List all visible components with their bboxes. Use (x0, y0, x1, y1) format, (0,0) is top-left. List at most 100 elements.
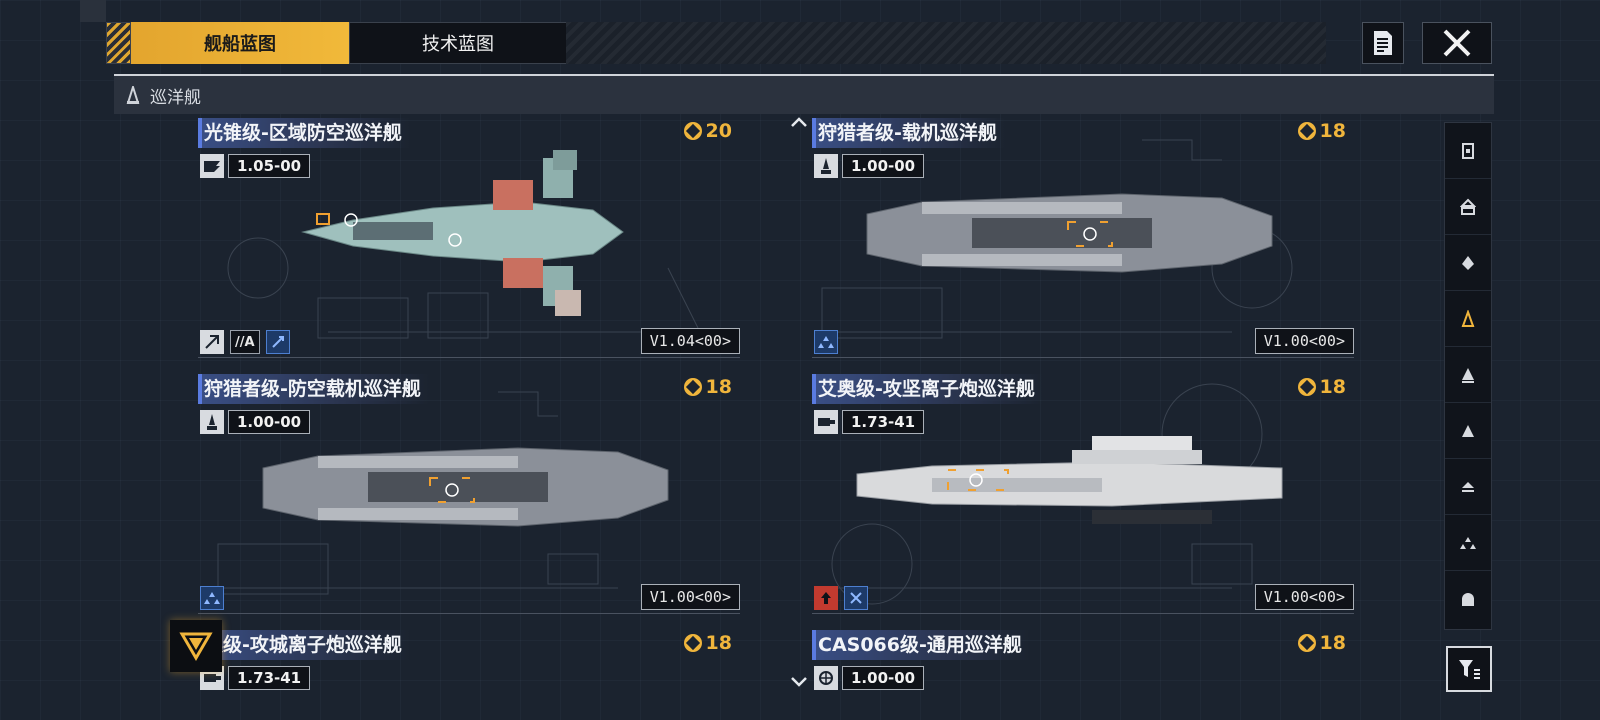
stat-row: 1.73-41 (814, 410, 925, 434)
rail-item-battleship[interactable] (1445, 123, 1491, 179)
stat-row: 1.00-00 (200, 410, 311, 434)
station-class-icon (1462, 593, 1474, 606)
cost-value: 20 (705, 120, 732, 142)
trait-badges (200, 586, 224, 610)
cruiser-icon (124, 86, 142, 104)
ship-class-filter-rail (1444, 122, 1492, 630)
rail-item-carrier-class[interactable] (1445, 179, 1491, 235)
warning-triangle-icon (179, 632, 213, 661)
trait-badges: //A (200, 330, 290, 354)
cost-icon (1297, 634, 1316, 652)
notes-icon (1374, 31, 1392, 55)
stat-row: 1.73-41 (200, 666, 311, 690)
fighter-class-icon (1460, 536, 1476, 549)
version-label: V1.00<00> (1254, 584, 1354, 610)
cost-icon (1297, 122, 1316, 140)
stat-value: 1.00-00 (228, 410, 311, 434)
cost-value: 18 (1319, 632, 1346, 654)
stat-row: 1.05-00 (200, 154, 311, 178)
cost-display: 20 (683, 120, 732, 142)
ship-title: 狩猎者级-防空载机巡洋舰 (198, 374, 429, 404)
ship-title: 奥级-攻城离子炮巡洋舰 (198, 630, 410, 660)
upgrade-icon (814, 586, 838, 610)
ship-image (856, 436, 1283, 524)
ship-card-hunter-carrier[interactable]: 狩猎者级-载机巡洋舰 18 1.00-00 V1.00<00> (812, 118, 1354, 358)
ship-title: CAS066级-通用巡洋舰 (812, 630, 1030, 660)
missile-icon (200, 330, 224, 354)
rail-item-support-class[interactable] (1445, 459, 1491, 515)
version-label: V1.00<00> (640, 584, 740, 610)
battleship-icon (1462, 142, 1474, 159)
rail-item-fighter-class[interactable] (1445, 515, 1491, 571)
ship-card-hunter-aa-carrier[interactable]: 狩猎者级-防空载机巡洋舰 18 1.00-00 V1.00<00> (198, 374, 740, 614)
card-divider (812, 357, 1354, 358)
scroll-up-icon[interactable] (790, 116, 808, 128)
rail-item-cruiser-class[interactable] (1445, 291, 1491, 347)
cost-display: 18 (1297, 120, 1346, 142)
target-icon (844, 586, 868, 610)
hint-button[interactable] (170, 620, 222, 672)
support-class-icon (1462, 481, 1474, 492)
anti-air-badge: //A (230, 330, 260, 354)
ship-title: 艾奥级-攻坚离子炮巡洋舰 (812, 374, 1043, 404)
rail-item-corvette-class[interactable] (1445, 403, 1491, 459)
cost-value: 18 (705, 632, 732, 654)
cost-display: 18 (683, 632, 732, 654)
corvette-class-icon (1462, 424, 1474, 437)
cost-display: 18 (683, 376, 732, 398)
close-icon (1443, 29, 1471, 57)
close-button[interactable] (1422, 22, 1492, 64)
trait-badges (814, 330, 838, 354)
cost-icon (1297, 378, 1316, 396)
corner-notch (80, 0, 106, 22)
stat-row: 1.00-00 (814, 666, 925, 690)
cost-display: 18 (1297, 632, 1346, 654)
section-header: 巡洋舰 (114, 74, 1494, 114)
anti-air-icon (200, 154, 224, 178)
stat-value: 1.73-41 (228, 666, 311, 690)
frigate-class-icon (1462, 367, 1474, 383)
ship-card-light-cone[interactable]: 光锥级-区域防空巡洋舰 20 1.05-00 //A V1.04<00> (198, 118, 740, 358)
filter-button[interactable] (1446, 646, 1492, 692)
rail-item-station-class[interactable] (1445, 571, 1491, 627)
carrier-icon (200, 410, 224, 434)
cruiser-class-icon (1461, 309, 1475, 327)
cost-icon (683, 378, 702, 396)
stat-value: 1.00-00 (842, 666, 925, 690)
fleet-icon (814, 330, 838, 354)
cost-value: 18 (1319, 120, 1346, 142)
blueprint-lines (217, 391, 618, 595)
tab-tech-blueprint[interactable]: 技术蓝图 (349, 22, 567, 64)
ship-card-io-ion-cannon[interactable]: 艾奥级-攻坚离子炮巡洋舰 18 1.73-41 V1.00<00> (812, 374, 1354, 614)
filter-icon (1459, 660, 1480, 679)
ship-title: 光锥级-区域防空巡洋舰 (198, 118, 410, 148)
repair-icon (265, 330, 290, 354)
stat-value: 1.00-00 (842, 154, 925, 178)
tab-stripe (106, 22, 131, 64)
stat-row: 1.00-00 (814, 154, 925, 178)
carrier-icon (814, 154, 838, 178)
rail-item-destroyer-class[interactable] (1445, 235, 1491, 291)
fleet-icon (200, 586, 224, 610)
carrier-class-icon (1460, 198, 1476, 215)
cannon-icon (814, 410, 838, 434)
card-divider (198, 613, 740, 614)
cost-value: 18 (1319, 376, 1346, 398)
notes-button[interactable] (1362, 22, 1404, 64)
trait-badges (814, 586, 868, 610)
ship-image (262, 447, 669, 527)
card-divider (812, 613, 1354, 614)
globe-icon (814, 666, 838, 690)
section-title: 巡洋舰 (150, 87, 201, 108)
cost-display: 18 (1297, 376, 1346, 398)
scroll-down-icon[interactable] (790, 676, 808, 688)
blueprint-lines (227, 237, 699, 339)
tab-ship-blueprint[interactable]: 舰船蓝图 (131, 22, 349, 64)
ship-card-cas066[interactable]: CAS066级-通用巡洋舰 18 1.00-00 (812, 630, 1354, 700)
destroyer-class-icon (1462, 255, 1474, 270)
rail-item-frigate-class[interactable] (1445, 347, 1491, 403)
ship-card-siege-ion-cannon[interactable]: 奥级-攻城离子炮巡洋舰 18 1.73-41 (198, 630, 740, 700)
stat-value: 1.05-00 (228, 154, 311, 178)
top-decor-strip (566, 22, 1326, 64)
stat-value: 1.73-41 (842, 410, 925, 434)
